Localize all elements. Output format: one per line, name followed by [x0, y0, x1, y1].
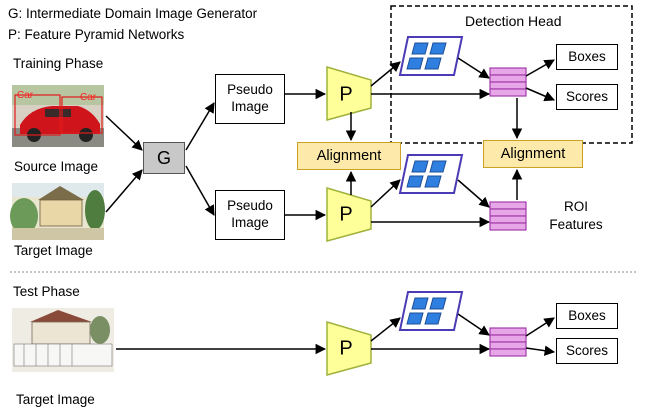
fpn-test-shape — [326, 320, 372, 376]
test-phase-label: Test Phase — [13, 284, 80, 299]
proposal-map-train-top — [399, 36, 463, 76]
fpn-top-label: P — [339, 83, 353, 106]
proposal-map-train-bottom — [399, 154, 463, 194]
roi-stack-test — [489, 327, 527, 357]
roi-features-label: ROI Features — [549, 199, 603, 233]
arrow-g-to-pseudo-bottom — [185, 165, 215, 216]
arrow-roi-test-to-scores — [525, 345, 556, 356]
arrow-proposal-bottom-to-roi — [457, 179, 490, 208]
fpn-bottom-shape — [326, 186, 372, 242]
boxes-output-train: Boxes — [556, 44, 618, 70]
generator-box: G — [143, 142, 185, 174]
fpn-top-shape — [326, 65, 372, 121]
arrow-p-top-to-proposal — [370, 61, 401, 87]
arrow-target-to-g — [105, 169, 143, 213]
test-target-image-caption: Target Image — [16, 392, 95, 407]
car-label-1: Car — [17, 90, 34, 101]
legend-g-definition: G: Intermediate Domain Image Generator — [8, 6, 258, 21]
proposal-map-test — [399, 291, 463, 331]
arrow-proposal-top-to-roi — [457, 57, 490, 79]
arrow-roi-to-boxes — [525, 59, 555, 77]
scores-output-train: Scores — [556, 84, 618, 110]
target-image-caption: Target Image — [14, 243, 93, 258]
arrow-proposal-test-to-roi — [457, 313, 490, 336]
pseudo-image-box-bottom: Pseudo Image — [215, 190, 285, 240]
boxes-output-test: Boxes — [556, 303, 618, 329]
roi-stack-train-top — [489, 67, 527, 97]
arrow-source-to-g — [105, 115, 143, 151]
fpn-bottom-label: P — [339, 203, 353, 226]
car-label-2: Car — [80, 92, 97, 103]
arrow-p-bottom-to-proposal — [370, 179, 401, 208]
alignment-box-left: Alignment — [297, 142, 401, 170]
arrow-roi-test-to-boxes — [525, 317, 555, 337]
fpn-test-label: P — [339, 337, 353, 360]
roi-stack-train-bottom — [489, 201, 527, 231]
source-image-caption: Source Image — [14, 159, 99, 174]
scores-output-test: Scores — [556, 338, 618, 364]
test-target-image-thumbnail — [12, 308, 114, 372]
arrow-roi-to-scores — [525, 87, 555, 102]
training-phase-label: Training Phase — [13, 56, 104, 71]
target-image-thumbnail — [10, 183, 105, 240]
pseudo-image-box-top: Pseudo Image — [215, 74, 285, 124]
arrow-g-to-pseudo-top — [185, 102, 215, 151]
source-image-thumbnail — [12, 85, 104, 147]
arrow-p-test-to-proposal — [370, 317, 401, 342]
legend-p-definition: P: Feature Pyramid Networks — [8, 27, 185, 42]
detection-head-title: Detection Head — [465, 13, 562, 29]
alignment-box-right: Alignment — [483, 140, 583, 168]
